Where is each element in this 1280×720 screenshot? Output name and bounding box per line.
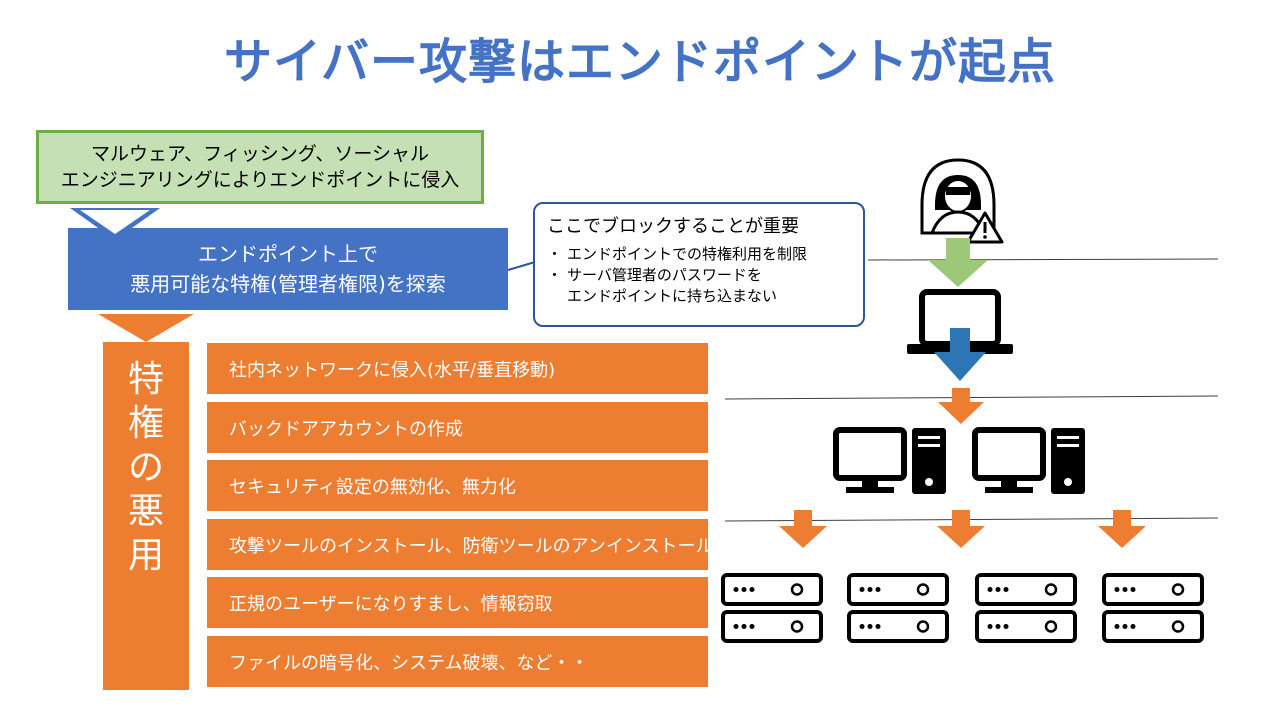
callout-connector	[507, 261, 536, 271]
server-rack-icon-4	[1102, 573, 1204, 643]
search-line-1: エンドポイント上で	[198, 242, 378, 266]
server-rack-icon-2	[847, 573, 949, 643]
bullet-glyph: ・	[547, 266, 563, 284]
abuse-item-backdoor: バックドアアカウントの作成	[207, 402, 708, 453]
label-char: 悪	[127, 491, 164, 532]
bullet-glyph: ・	[547, 245, 563, 263]
arrow-down-blue	[934, 328, 986, 381]
abuse-item-lateral-movement: 社内ネットワークに侵入(水平/垂直移動)	[207, 343, 708, 394]
arrow-down-orange-4	[1098, 510, 1146, 548]
arrow-down-orange-2	[779, 510, 827, 548]
search-line-2: 悪用可能な特権(管理者権限)を探索	[130, 272, 446, 296]
arrow-down-orange-3	[937, 510, 985, 548]
server-rack-icon-3	[975, 573, 1077, 643]
intrusion-line-2: エンジニアリングによりエンドポイントに侵入	[60, 169, 460, 191]
abuse-item-attack-tools: 攻撃ツールのインストール、防衛ツールのアンインストール	[207, 519, 714, 570]
callout-bullet-2-text: サーバ管理者のパスワードを エンドポイントに持ち込まない	[567, 265, 777, 307]
warning-icon	[966, 211, 1004, 244]
intrusion-line-1: マルウェア、フィッシング、ソーシャル	[90, 143, 429, 165]
label-char: 特	[127, 359, 164, 400]
server-rack-icon-1	[721, 573, 823, 643]
intrusion-box: マルウェア、フィッシング、ソーシャル エンジニアリングによりエンドポイントに侵入	[36, 130, 484, 204]
privilege-abuse-label: 特 権 の 悪 用	[103, 342, 189, 690]
callout-bullet-1: ・ エンドポイントでの特権利用を制限	[547, 244, 851, 265]
privilege-search-box: エンドポイント上で 悪用可能な特権(管理者権限)を探索	[68, 228, 508, 310]
desktop-pc-icon-1	[833, 427, 946, 494]
label-char: の	[127, 447, 164, 488]
callout-bullet-2-line-2: エンドポイントに持ち込まない	[567, 287, 778, 305]
label-char: 権	[127, 403, 164, 444]
arrow-down-orange-1	[938, 388, 984, 424]
arrow-down-green	[928, 238, 988, 287]
abuse-item-disable-security: セキュリティ設定の無効化、無力化	[207, 460, 708, 511]
callout-bullet-2: ・ サーバ管理者のパスワードを エンドポイントに持ち込まない	[547, 265, 851, 307]
page-title: サイバー攻撃はエンドポイントが起点	[223, 34, 1057, 90]
callout-box: ここでブロックすることが重要 ・ エンドポイントでの特権利用を制限 ・ サーバ管…	[533, 202, 865, 327]
callout-bullet-2-line-1: サーバ管理者のパスワードを	[567, 266, 762, 284]
callout-heading: ここでブロックすることが重要	[547, 216, 799, 237]
label-char: 用	[127, 535, 164, 576]
abuse-item-impersonation: 正規のユーザーになりすまし、情報窃取	[207, 577, 708, 628]
separator-line-2	[724, 395, 1219, 400]
callout-bullet-1-text: エンドポイントでの特権利用を制限	[567, 245, 808, 263]
abuse-item-encryption: ファイルの暗号化、システム破壊、など・・	[207, 636, 708, 687]
down-chevron-search	[98, 314, 194, 342]
desktop-pc-icon-2	[972, 427, 1085, 494]
separator-line-1	[867, 258, 1219, 261]
